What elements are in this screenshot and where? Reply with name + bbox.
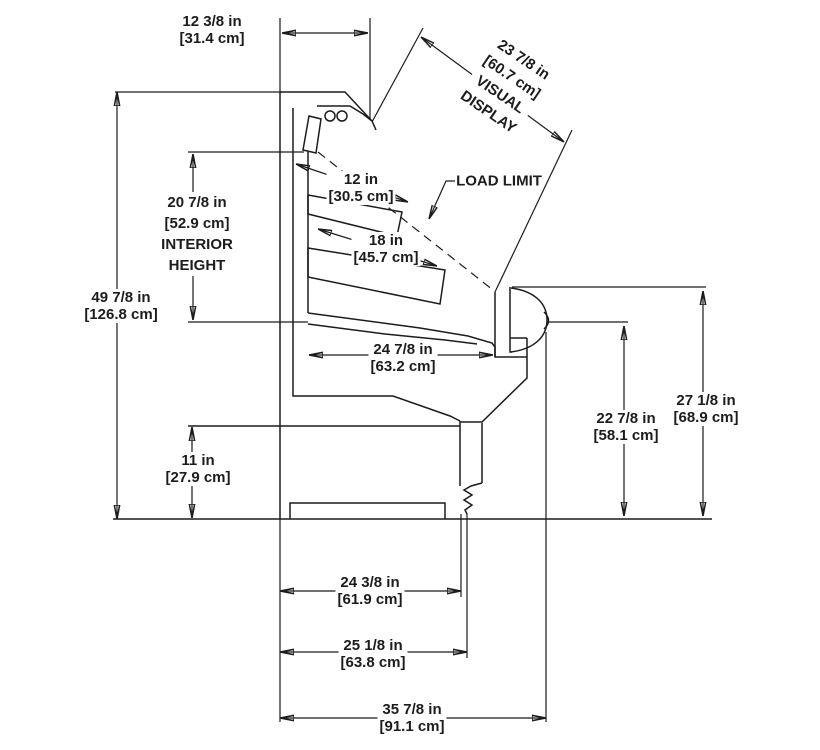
ext-line xyxy=(494,129,573,293)
front-panel xyxy=(459,421,483,486)
inner-back-panel xyxy=(292,108,461,422)
dim-inches: 20 7/8 in xyxy=(167,194,227,211)
dim-cm: [45.7 cm] xyxy=(353,249,419,266)
dim-cm: [27.9 cm] xyxy=(165,469,231,486)
bumper-nub xyxy=(543,311,550,330)
dim-label-front-height: 22 7/8 in [58.1 cm] xyxy=(591,410,661,444)
dim-inches: 12 in xyxy=(343,171,379,188)
dim-label-top-shelf: 12 in [30.5 cm] xyxy=(326,171,396,205)
dim-caption: INTERIOR xyxy=(161,236,233,253)
dim-inches: 35 7/8 in xyxy=(382,701,442,718)
dim-inches: 49 7/8 in xyxy=(91,289,151,306)
front-inner-wall xyxy=(460,292,528,423)
ext-line xyxy=(371,27,424,123)
dim-inches: 22 7/8 in xyxy=(596,410,656,427)
dim-label-base-height: 11 in [27.9 cm] xyxy=(163,452,233,486)
canopy-underside xyxy=(317,105,373,122)
canopy-light-icon xyxy=(336,110,348,122)
dim-label-top-depth: 12 3/8 in [31.4 cm] xyxy=(179,13,244,47)
dim-inches: 25 1/8 in xyxy=(343,637,403,654)
dim-cm: [30.5 cm] xyxy=(328,188,394,205)
dim-inches: 24 7/8 in xyxy=(373,341,433,358)
deck-flange xyxy=(307,323,478,345)
dim-cm: [126.8 cm] xyxy=(84,306,158,323)
dim-inches: 11 in xyxy=(181,452,215,469)
dim-caption: HEIGHT xyxy=(168,257,226,274)
dim-inches: 18 in xyxy=(368,232,404,249)
dim-cm: [52.9 cm] xyxy=(164,215,230,232)
case-outline xyxy=(113,91,712,520)
dim-cm: [68.9 cm] xyxy=(673,409,739,426)
dim-cm: [63.2 cm] xyxy=(370,358,436,375)
dim-cm: [61.9 cm] xyxy=(337,591,403,608)
dim-label-base-outer-depth: 25 1/8 in [63.8 cm] xyxy=(338,637,408,671)
rear-duct xyxy=(302,115,322,154)
dim-label-overall-height: 49 7/8 in [126.8 cm] xyxy=(82,289,160,323)
dim-cm: [91.1 cm] xyxy=(379,718,445,735)
bumper-arc xyxy=(510,287,548,353)
dim-label-front-overall-height: 27 1/8 in [68.9 cm] xyxy=(671,392,741,426)
dim-inches: 12 3/8 in xyxy=(182,13,242,30)
canopy-top xyxy=(280,91,377,131)
bumper-back xyxy=(509,287,512,353)
dim-cm: [63.8 cm] xyxy=(340,654,406,671)
load-limit-leader xyxy=(429,180,455,219)
dim-inches: 27 1/8 in xyxy=(676,392,736,409)
dim-caption: LOAD LIMIT xyxy=(456,172,542,190)
dim-label-interior-height: 20 7/8 in [52.9 cm] INTERIOR HEIGHT xyxy=(159,192,235,276)
dim-label-middle-shelf: 18 in [45.7 cm] xyxy=(351,232,421,266)
load-limit-label: LOAD LIMIT xyxy=(456,173,542,190)
dim-cm: [31.4 cm] xyxy=(179,30,245,47)
dim-inches: 24 3/8 in xyxy=(340,574,400,591)
toe-kick xyxy=(289,502,446,519)
dim-label-overall-depth: 35 7/8 in [91.1 cm] xyxy=(377,701,447,735)
dim-label-deck-depth: 24 7/8 in [63.2 cm] xyxy=(368,341,438,375)
dim-label-base-depth: 24 3/8 in [61.9 cm] xyxy=(335,574,405,608)
dim-cm: [58.1 cm] xyxy=(593,427,659,444)
break-symbol xyxy=(462,482,483,515)
canopy-light-icon xyxy=(324,110,336,122)
